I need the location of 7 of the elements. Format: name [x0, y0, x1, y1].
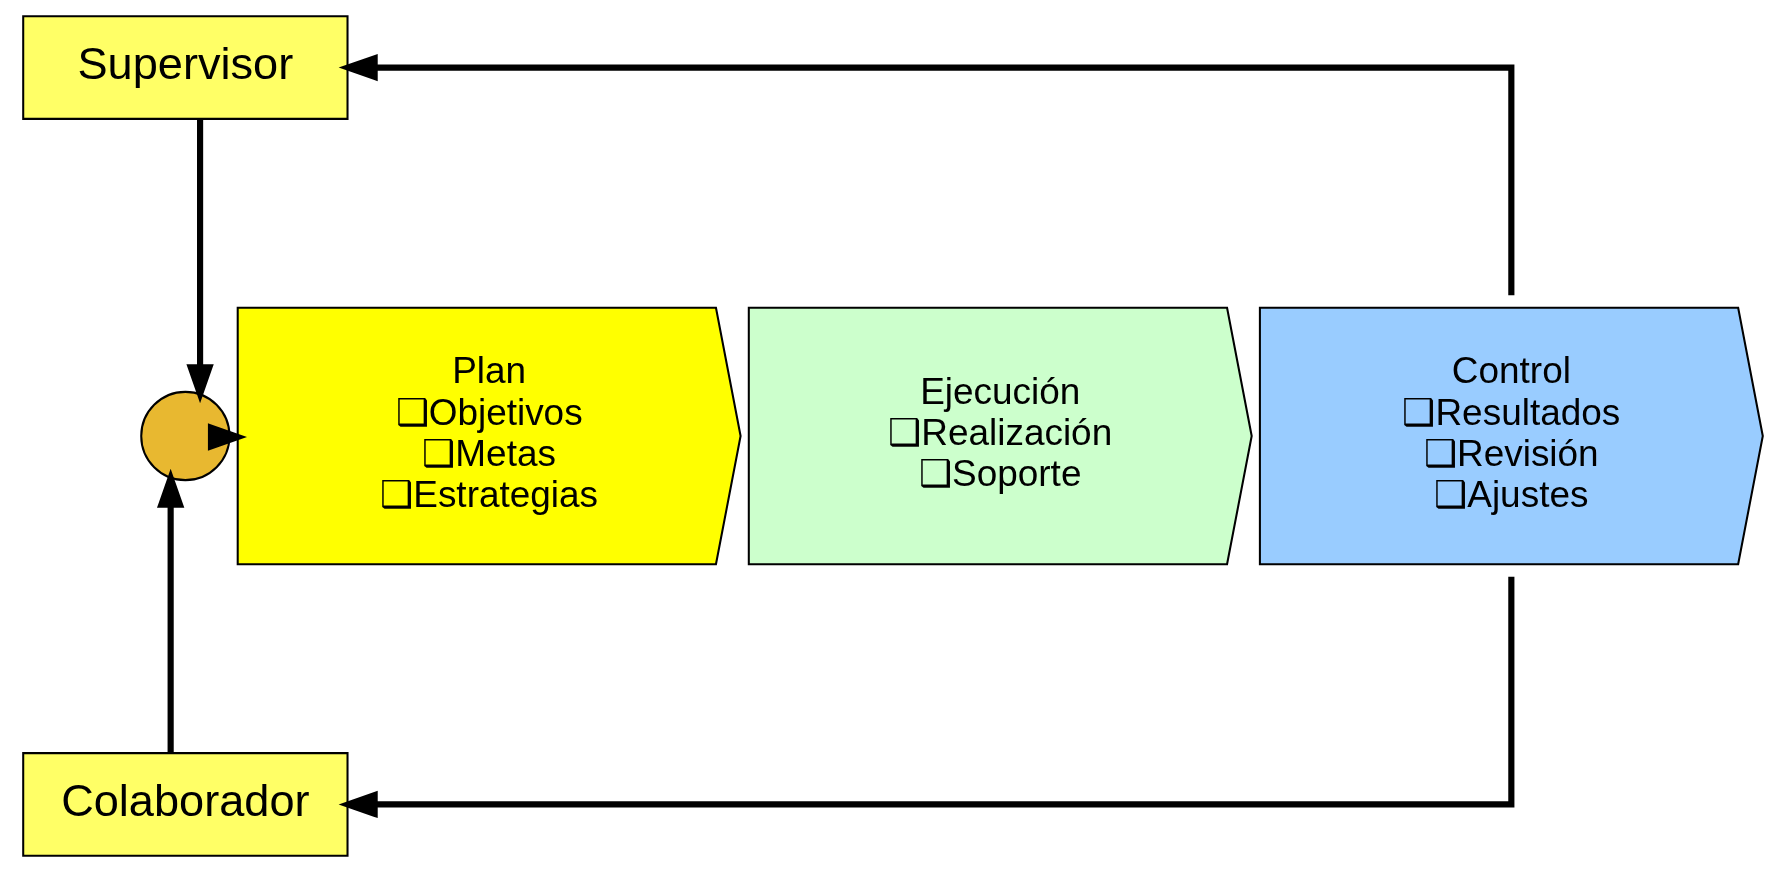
arrow [156, 468, 184, 753]
arrow [338, 576, 1514, 819]
arrow [338, 53, 1514, 296]
arrow [185, 119, 214, 404]
node-box: Supervisor [21, 15, 349, 120]
arrow [207, 423, 247, 451]
node-box: Colaborador [21, 752, 349, 857]
